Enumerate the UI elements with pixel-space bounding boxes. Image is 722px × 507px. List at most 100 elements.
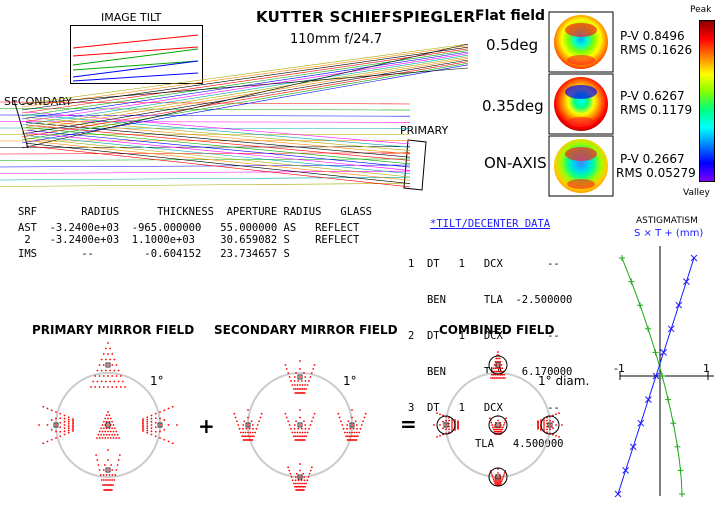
- spot-point: [238, 427, 241, 430]
- astig-s-mark: [614, 490, 622, 498]
- spot-point: [497, 428, 499, 431]
- spot-point: [299, 368, 301, 370]
- spot-point: [104, 484, 107, 486]
- spot-point: [496, 360, 499, 363]
- spot-point: [499, 367, 502, 370]
- spot-point: [492, 373, 495, 376]
- spot-point: [303, 479, 306, 482]
- spot-point: [92, 380, 95, 383]
- spot-point: [490, 472, 493, 474]
- primary-field-title: PRIMARY MIRROR FIELD: [32, 323, 195, 337]
- spot-point: [351, 409, 353, 411]
- ray: [21, 64, 469, 144]
- spot-point: [312, 368, 315, 370]
- ray: [25, 124, 411, 161]
- spot-point: [448, 416, 450, 419]
- ray: [25, 114, 411, 148]
- ray-trace-diagram: [0, 43, 469, 191]
- spot-point: [167, 407, 170, 410]
- spot-point: [72, 428, 74, 431]
- spot-point: [436, 435, 438, 438]
- airy-disk: [488, 467, 508, 487]
- spot-point: [546, 425, 548, 428]
- spot-diagram: [287, 463, 313, 491]
- airy-disk: [488, 355, 508, 375]
- spot-point: [497, 472, 499, 474]
- spot-point: [109, 417, 112, 420]
- spot-point: [100, 433, 103, 436]
- spot-point: [249, 435, 252, 438]
- spot-point: [103, 484, 106, 486]
- spot-point: [107, 484, 110, 486]
- ray: [25, 135, 411, 174]
- spot-center: [105, 467, 111, 473]
- spot-point: [494, 367, 497, 370]
- spot-point: [442, 427, 444, 430]
- spot-point: [493, 370, 496, 373]
- spot-point: [159, 437, 161, 439]
- spot-point: [457, 428, 459, 430]
- spot-point: [55, 411, 57, 413]
- spot-point: [101, 430, 104, 433]
- spot-point: [114, 474, 117, 476]
- spot-point: [498, 480, 501, 482]
- spot-point: [445, 428, 447, 431]
- spot-point: [111, 375, 114, 377]
- spot-point: [299, 384, 301, 386]
- ray: [25, 140, 411, 181]
- spot-point: [346, 424, 349, 426]
- spot-point: [500, 364, 503, 366]
- spot-point: [146, 420, 149, 423]
- spot-point: [251, 435, 254, 438]
- spot-point: [496, 367, 499, 370]
- spot-point: [146, 427, 149, 430]
- spot-point: [109, 479, 111, 481]
- spot-point: [546, 428, 548, 431]
- spot-point: [500, 377, 503, 379]
- spot-point: [549, 419, 551, 422]
- spot-point: [356, 435, 359, 438]
- spot-point: [38, 424, 40, 426]
- spot-point: [304, 384, 306, 386]
- spot-point: [504, 377, 506, 379]
- spot-point: [63, 414, 66, 417]
- spot-point: [285, 416, 288, 419]
- spot-point: [297, 380, 300, 382]
- spot-point: [500, 370, 503, 373]
- spot-point: [310, 420, 313, 423]
- spot-point: [303, 388, 306, 390]
- spot-point: [490, 421, 493, 424]
- spot-point: [176, 424, 178, 426]
- spot-point: [252, 435, 255, 438]
- spot-point: [242, 424, 245, 426]
- ray: [21, 51, 469, 120]
- spot-point: [451, 426, 453, 428]
- spot-point: [495, 377, 498, 379]
- ray: [21, 56, 469, 129]
- spot-point: [298, 388, 301, 390]
- spot-point: [46, 407, 49, 410]
- spot-diagram: [284, 409, 316, 441]
- spot-point: [293, 427, 296, 430]
- spot-point: [46, 440, 49, 443]
- spot-point: [100, 380, 103, 383]
- tilt-decenter-link[interactable]: *TILT/DECENTER DATA: [430, 218, 551, 230]
- rms-value-on-axis: RMS 0.05279: [616, 166, 696, 180]
- spot-point: [291, 431, 294, 434]
- spot-point: [296, 388, 299, 390]
- spot-point: [142, 419, 144, 422]
- spot-point: [142, 418, 144, 420]
- tilt-line: BEN TLA -2.500000: [408, 294, 573, 306]
- spot-point: [497, 357, 499, 360]
- astig-s-mark: [645, 396, 652, 403]
- spot-point: [115, 437, 118, 439]
- spot-point: [242, 435, 245, 438]
- spot-point: [301, 388, 304, 390]
- spot-center: [297, 374, 303, 380]
- spot-center: [245, 422, 251, 428]
- spot-point: [63, 424, 66, 426]
- spot-point: [342, 427, 345, 430]
- spot-point: [146, 425, 149, 428]
- surface-table-header: SRF RADIUS THICKNESS APERTURE RADIUS GLA…: [18, 206, 373, 218]
- field-angle-05: 0.5deg: [486, 36, 539, 54]
